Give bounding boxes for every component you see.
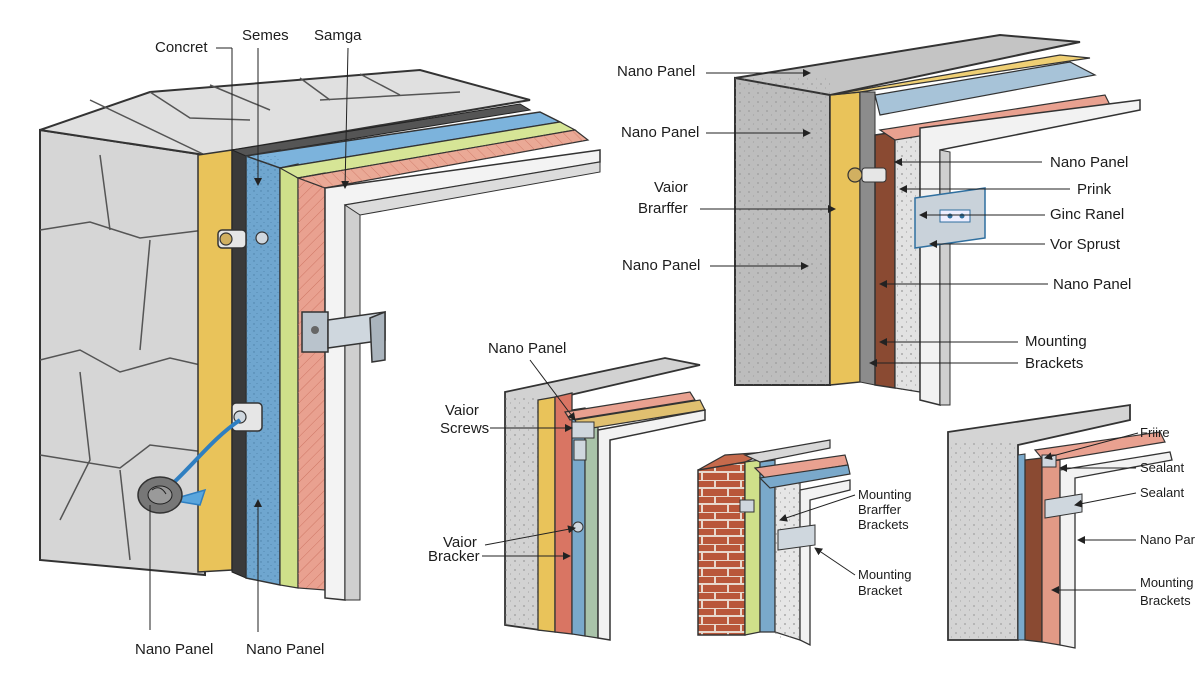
yellow-board-a: [197, 149, 233, 573]
label-samga: Samga: [314, 27, 362, 44]
detail-a-section: [39, 47, 601, 632]
bracket-d: [739, 499, 816, 551]
label-friire: Friire: [1140, 425, 1170, 440]
label-nano-panel-a-left: Nano Panel: [135, 641, 214, 658]
label-nano-panel-c: Nano Panel: [488, 340, 567, 357]
label-nano-panel-b2: Nano Panel: [621, 124, 700, 141]
label-brackets-d1: Brackets: [858, 517, 909, 532]
label-ginc-ranel: Ginc Ranel: [1050, 206, 1125, 223]
label-mounting-b: Mounting: [1025, 333, 1087, 350]
green-layer-a: [279, 163, 299, 589]
label-vor-sprust: Vor Sprust: [1050, 236, 1121, 253]
bracket-c: [571, 421, 595, 533]
label-nano-panel-b4: Nano Panel: [1050, 154, 1129, 171]
stone-wall-top: [39, 68, 531, 157]
label-prink: Prink: [1077, 181, 1112, 198]
label-nano-panel-b3: Nano Panel: [622, 257, 701, 274]
label-mounting-d2: Mounting: [858, 567, 912, 582]
label-nano-panel-b5: Nano Panel: [1053, 276, 1132, 293]
label-bracker-c: Bracker: [428, 548, 480, 565]
label-concrete: Concret: [155, 39, 208, 56]
label-brackets-e: Brackets: [1140, 593, 1191, 608]
label-brarffer-d: Brarffer: [858, 502, 902, 517]
label-nano-par: Nano Par: [1140, 532, 1195, 547]
bracket-e: [1041, 454, 1083, 519]
bracket-a-upper: [301, 310, 386, 363]
label-brackets-b: Brackets: [1025, 355, 1084, 372]
label-nano-panel-b1: Nano Panel: [617, 63, 696, 80]
label-sealant-e1: Sealant: [1140, 460, 1185, 475]
label-vaior-c1: Vaior: [445, 402, 479, 419]
screw-a-upper: [217, 229, 269, 249]
label-brarffer-b: Brarffer: [638, 200, 688, 217]
label-vaior-b: Vaior: [654, 179, 688, 196]
detail-e-section: [947, 403, 1173, 649]
label-sealant-e2: Sealant: [1140, 485, 1185, 500]
label-vaior-c2: Vaior: [443, 534, 477, 551]
detail-d-section: [697, 439, 856, 647]
label-screws-c: Screws: [440, 420, 490, 437]
bracket-b: [914, 187, 986, 249]
screw-b: [847, 167, 887, 183]
label-semes: Semes: [242, 27, 289, 44]
stone-cracks: [39, 73, 461, 561]
label-bracket-d2: Bracket: [858, 583, 903, 598]
label-mounting-d1: Mounting: [858, 487, 912, 502]
brick-wall-d: [697, 461, 746, 636]
label-nano-panel-a-right: Nano Panel: [246, 641, 325, 658]
detail-b-section: [700, 33, 1141, 406]
stone-wall: [39, 128, 206, 577]
detail-c-section: [482, 357, 706, 641]
label-mounting-e: Mounting: [1140, 575, 1194, 590]
anchor-a: [137, 476, 183, 514]
